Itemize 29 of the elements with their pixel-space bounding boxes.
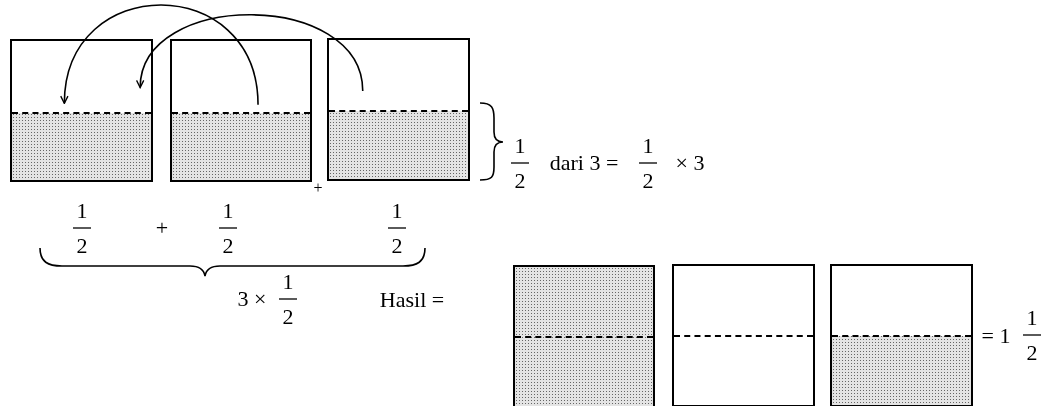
square	[830, 264, 973, 406]
numerator: 1	[514, 135, 526, 157]
denominator: 2	[1026, 342, 1038, 364]
denominator: 2	[642, 170, 654, 192]
numerator: 1	[76, 200, 88, 222]
numerator: 1	[1026, 307, 1038, 329]
square	[10, 39, 153, 182]
denominator: 2	[514, 170, 526, 192]
square	[672, 264, 815, 406]
denominator: 2	[76, 235, 88, 257]
denominator: 2	[282, 306, 294, 328]
square	[327, 38, 470, 181]
numerator: 1	[282, 271, 294, 293]
denominator: 2	[391, 235, 403, 257]
curved-arrow	[137, 14, 364, 92]
square	[170, 39, 312, 182]
square	[513, 265, 655, 406]
plus-sign: +	[155, 217, 169, 239]
denominator: 2	[222, 235, 234, 257]
equation-text: dari 3 =	[549, 152, 619, 174]
numerator: 1	[642, 135, 654, 157]
curved-arrow	[61, 4, 259, 106]
plus-sign: +	[313, 180, 323, 196]
equation-text: = 1	[981, 325, 1011, 347]
equation-text: 3 ×	[237, 288, 267, 310]
numerator: 1	[222, 200, 234, 222]
equation-text: Hasil =	[379, 289, 445, 311]
equation-text: × 3	[675, 152, 705, 174]
numerator: 1	[391, 200, 403, 222]
